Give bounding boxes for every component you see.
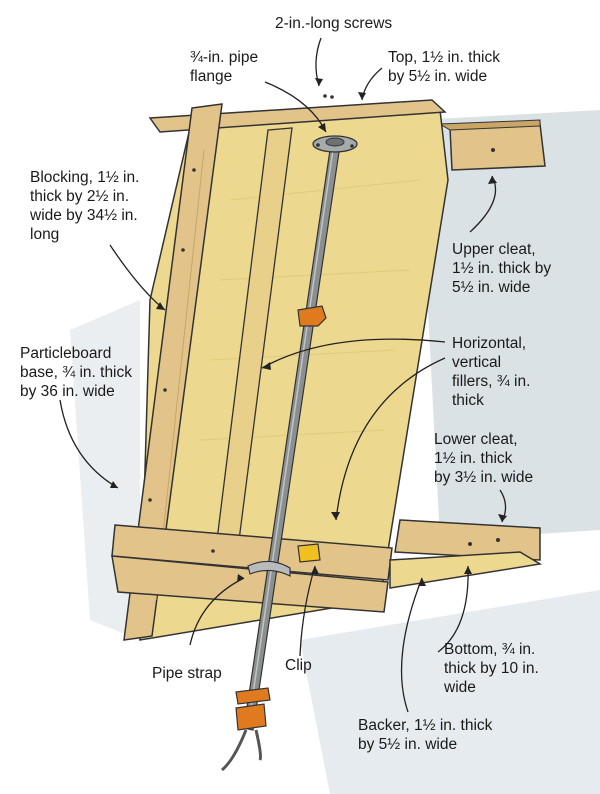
horizontal-filler <box>111 524 393 581</box>
upper-clamp <box>297 305 327 327</box>
label-top-line: Top, 1½ in. thick <box>388 49 501 66</box>
label-pipe-flange-line: flange <box>190 68 233 85</box>
label-bottom-line: Bottom, ¾ in. <box>444 641 536 658</box>
bottom-shelf <box>389 551 543 589</box>
lower-clamp <box>220 687 271 772</box>
top-board <box>148 94 447 133</box>
label-particleboard-line: by 36 in. wide <box>20 383 115 400</box>
lower-cleat <box>394 519 541 561</box>
label-fillers-line: fillers, ¾ in. <box>452 373 531 390</box>
label-lower-cleat-line: 1½ in. thick <box>434 450 513 467</box>
label-blocking-line: thick by 2½ in. <box>30 188 130 205</box>
upper-cleat <box>438 119 546 171</box>
label-particleboard-line: Particleboard <box>20 345 112 362</box>
label-upper-cleat-line: Upper cleat, <box>452 241 536 258</box>
label-blocking-line: wide by 34½ in. <box>30 207 138 224</box>
label-pipe-flange: ¾-in. pipe flange <box>190 48 258 86</box>
label-pipe-flange-line: ¾-in. pipe <box>190 49 259 66</box>
label-fillers-line: thick <box>452 392 484 409</box>
label-blocking-line: long <box>30 226 60 243</box>
label-bottom: Bottom, ¾ in. thick by 10 in. wide <box>444 640 539 697</box>
label-fillers: Horizontal, vertical fillers, ¾ in. thic… <box>452 334 530 410</box>
label-lower-cleat-line: Lower cleat, <box>434 431 518 448</box>
label-lower-cleat-line: by 3½ in. wide <box>434 469 534 486</box>
label-screws: 2-in.-long screws <box>275 15 393 32</box>
label-particleboard: Particleboard base, ¾ in. thick by 36 in… <box>20 344 132 401</box>
label-upper-cleat-line: 5½ in. wide <box>452 279 531 296</box>
label-upper-cleat-line: 1½ in. thick by <box>452 260 552 277</box>
pipe-strap <box>247 560 291 577</box>
label-fillers-line: Horizontal, <box>452 335 527 352</box>
label-backer-line: by 5½ in. wide <box>358 736 458 753</box>
label-top-line: by 5½ in. wide <box>388 68 488 85</box>
label-backer-line: Backer, 1½ in. thick <box>358 717 493 734</box>
label-pipe-strap: Pipe strap <box>152 665 222 682</box>
label-fillers-line: vertical <box>452 354 502 371</box>
label-backer: Backer, 1½ in. thick by 5½ in. wide <box>358 716 492 754</box>
label-blocking-line: Blocking, 1½ in. <box>30 169 140 186</box>
label-particleboard-line: base, ¾ in. thick <box>20 364 133 381</box>
leader-arrowheads <box>110 78 507 586</box>
label-blocking: Blocking, 1½ in. thick by 2½ in. wide by… <box>30 168 139 244</box>
backer <box>111 555 389 613</box>
label-clip: Clip <box>285 657 312 674</box>
label-upper-cleat: Upper cleat, 1½ in. thick by 5½ in. wide <box>452 240 551 297</box>
clip <box>297 543 321 563</box>
pipe-flange <box>312 135 358 153</box>
label-lower-cleat: Lower cleat, 1½ in. thick by 3½ in. wide <box>434 430 533 487</box>
label-top: Top, 1½ in. thick by 5½ in. wide <box>388 48 500 86</box>
label-bottom-line: thick by 10 in. <box>444 660 539 677</box>
label-bottom-line: wide <box>444 679 476 696</box>
